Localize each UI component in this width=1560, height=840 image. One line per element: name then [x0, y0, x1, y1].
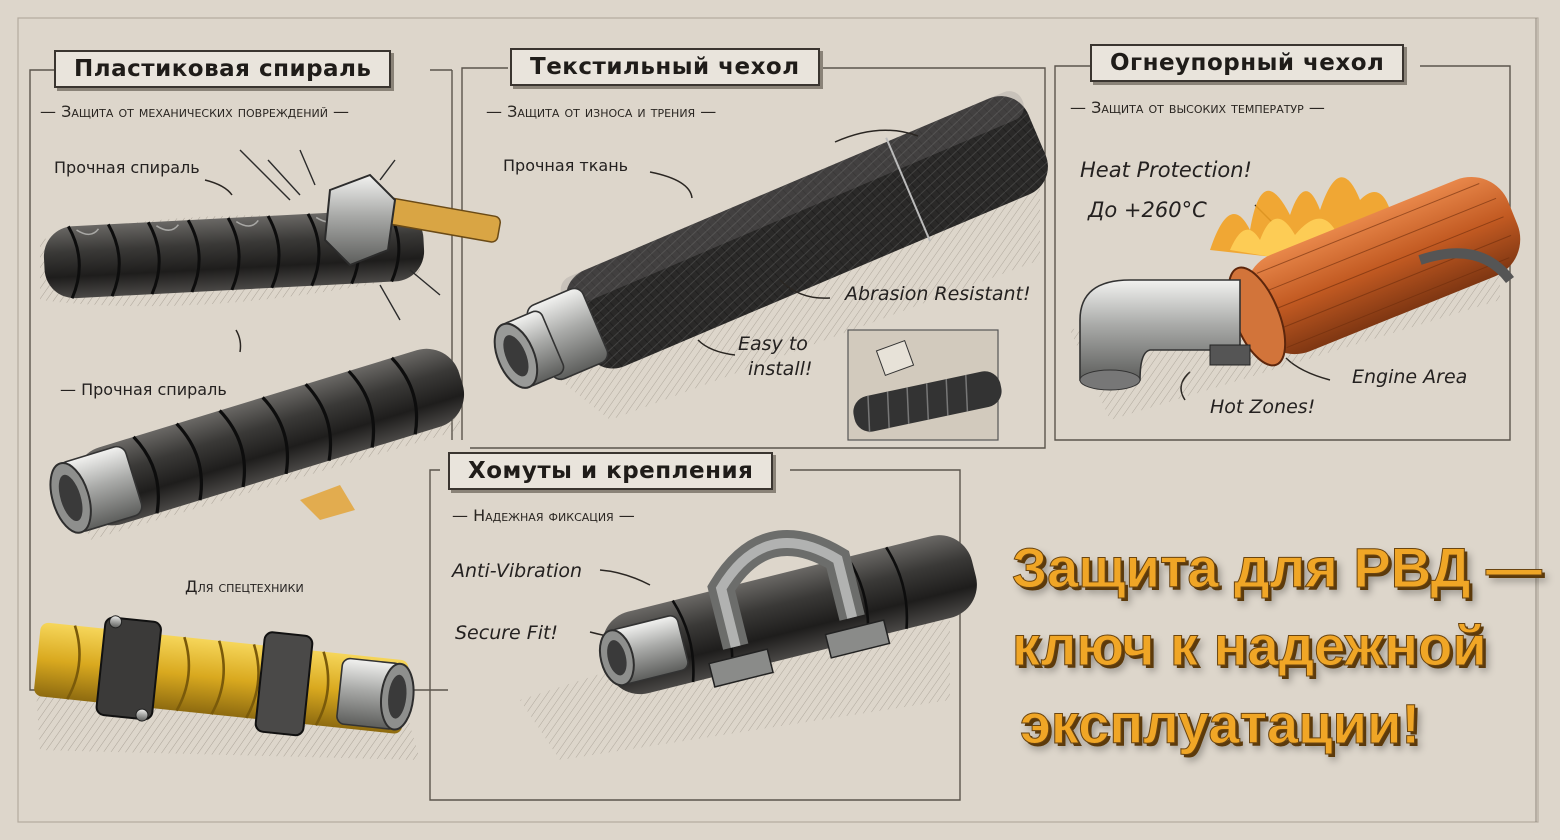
fireproof-sleeve-hose [1070, 176, 1521, 420]
fireproof-callout-heat: Heat Protection! [1080, 158, 1252, 182]
slogan-line-2: ключ к надежной [1012, 614, 1488, 677]
spiral-callout-mid: — Прочная спираль [60, 380, 227, 399]
textile-callout-install-line2: install! [748, 358, 813, 380]
fireproof-callout-hot: Hot Zones! [1210, 396, 1316, 418]
textile-inset [847, 329, 1002, 441]
spiral-panel-subtitle: — Защита от механических повреждений — [40, 102, 350, 121]
fireproof-callout-engine: Engine Area [1352, 366, 1468, 388]
spiral-hose-middle [49, 348, 465, 540]
slogan-line-3: эксплуатации! [1019, 692, 1421, 755]
textile-panel-title: Текстильный чехол [510, 48, 820, 86]
clamp-assembly [520, 530, 977, 760]
yellow-spiral-hose [34, 615, 420, 760]
clamps-callout-fit: Secure Fit! [455, 622, 559, 644]
slogan-line-1: Защита для РВД — [1012, 536, 1543, 599]
clamps-panel-title: Хомуты и крепления [448, 452, 774, 490]
textile-sleeve-hose [493, 91, 1048, 420]
textile-panel-subtitle: — Защита от износа и трения — [486, 102, 717, 121]
textile-callout-fabric: Прочная ткань [503, 156, 629, 175]
fireproof-callout-temp: До +260°C [1088, 198, 1207, 222]
spiral-callout-bottom: Для спецтехники [185, 577, 304, 596]
textile-callout-abrasion: Abrasion Resistant! [845, 283, 1031, 305]
spiral-callout-top: Прочная спираль [54, 158, 200, 177]
flame-icon [1210, 177, 1390, 260]
textile-callout-install-line1: Easy to [738, 333, 808, 355]
clamps-panel-subtitle: — Надежная фиксация — [452, 506, 635, 525]
spiral-panel-title: Пластиковая спираль [54, 50, 392, 88]
hammer-icon [239, 149, 501, 321]
clamps-callout-vibration: Anti-Vibration [452, 560, 583, 582]
fireproof-panel-subtitle: — Защита от высоких температур — [1070, 98, 1325, 117]
fireproof-panel-title: Огнеупорный чехол [1090, 44, 1405, 82]
